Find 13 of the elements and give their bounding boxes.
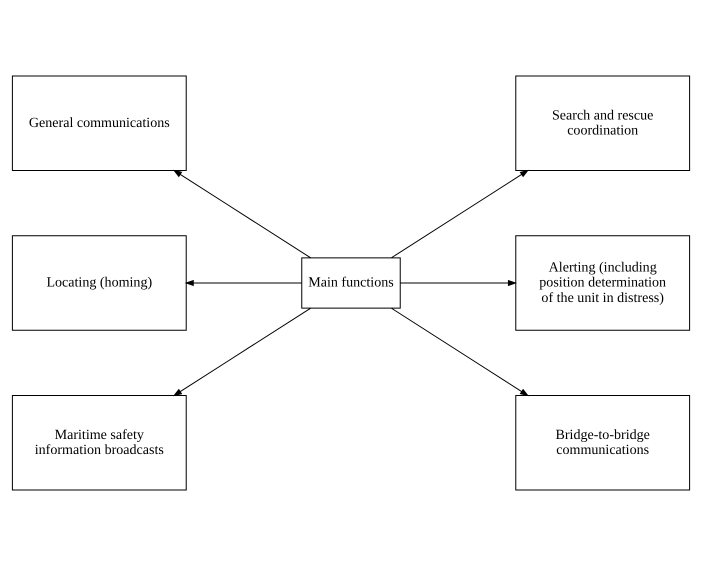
node-box: General communications [12, 75, 187, 170]
arrow [172, 307, 311, 396]
node-box: Search and rescue coordination [515, 75, 690, 170]
arrow [391, 307, 529, 396]
arrow [391, 169, 529, 258]
arrow [400, 279, 517, 286]
arrow [184, 279, 302, 286]
node-box: Alerting (including position determination of the unit in distress) [515, 234, 690, 330]
node-box: Main functions [301, 256, 401, 308]
arrow [172, 169, 311, 258]
node-box: Maritime safety information broadcasts [12, 394, 187, 490]
node-box: Bridge-to-bridge communications [515, 394, 690, 490]
node-box: Locating (homing) [12, 234, 187, 330]
